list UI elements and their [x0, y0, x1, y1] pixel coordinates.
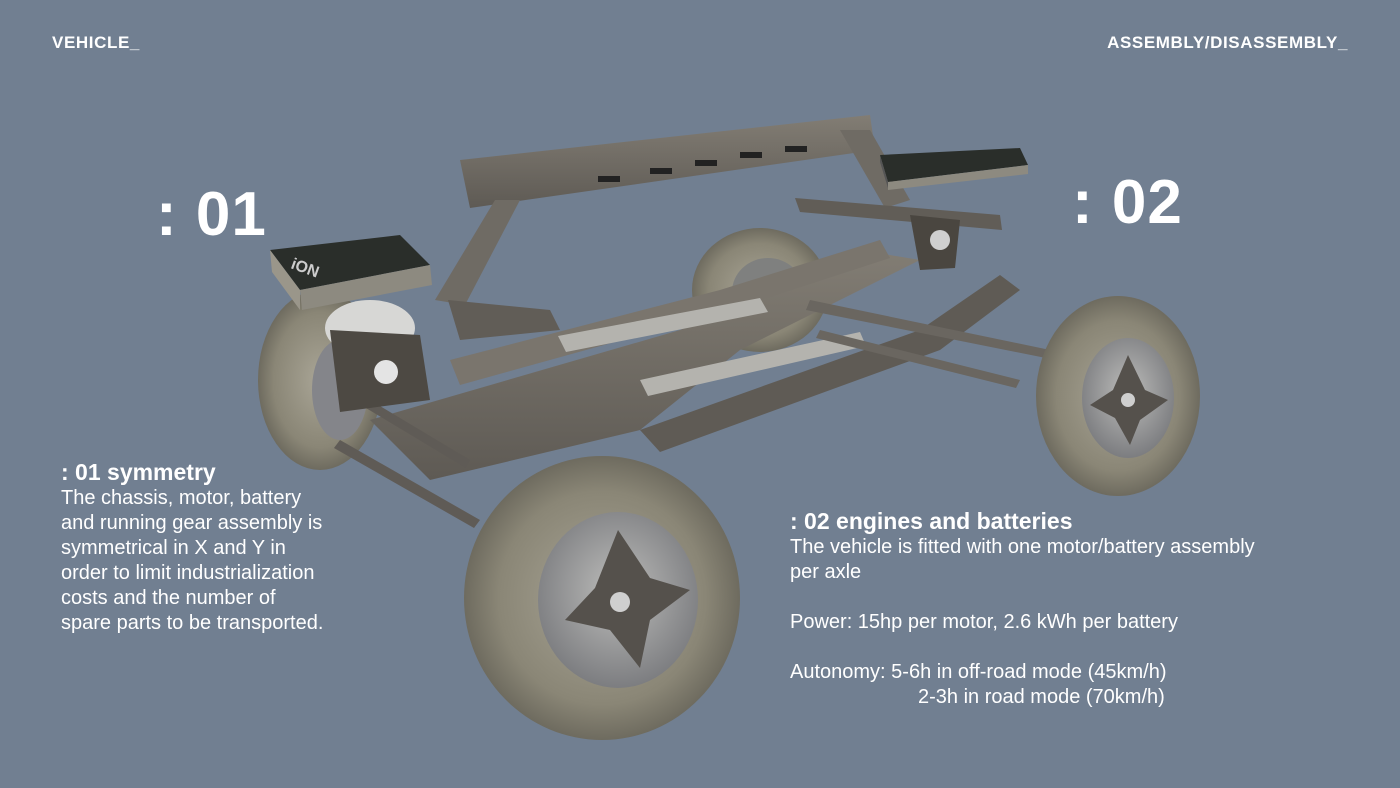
marker-02: : 02 [1072, 168, 1183, 237]
vehicle-label: VEHICLE_ [52, 33, 140, 52]
engines-intro-line: per axle [790, 561, 862, 583]
front-right-wheel [464, 456, 740, 740]
symmetry-line: and running gear assembly is [61, 512, 323, 534]
section-label: ASSEMBLY/DISASSEMBLY_ [1107, 33, 1348, 52]
symmetry-block: : 01 symmetry The chassis, motor, batter… [61, 458, 361, 636]
symmetry-title: : 01 symmetry [61, 459, 216, 485]
symmetry-line: costs and the number of [61, 587, 276, 609]
engines-batteries-title: : 02 engines and batteries [790, 508, 1073, 534]
autonomy-offroad: Autonomy: 5-6h in off-road mode (45km/h) [790, 661, 1167, 683]
symmetry-line: symmetrical in X and Y in [61, 537, 286, 559]
chassis-render: iON [258, 115, 1200, 740]
front-motor-battery: iON [270, 235, 432, 412]
rear-right-wheel [1036, 296, 1200, 496]
symmetry-line: spare parts to be transported. [61, 612, 324, 634]
chassis-frame [334, 240, 1050, 528]
engines-batteries-block: : 02 engines and batteries The vehicle i… [790, 507, 1350, 710]
symmetry-line: order to limit industrialization [61, 562, 315, 584]
power-spec: Power: 15hp per motor, 2.6 kWh per batte… [790, 611, 1178, 633]
marker-01: : 01 [156, 180, 267, 249]
symmetry-line: The chassis, motor, battery [61, 487, 302, 509]
engines-intro-line: The vehicle is fitted with one motor/bat… [790, 536, 1255, 558]
rear-motor-battery [880, 148, 1028, 270]
autonomy-road: 2-3h in road mode (70km/h) [918, 686, 1165, 708]
